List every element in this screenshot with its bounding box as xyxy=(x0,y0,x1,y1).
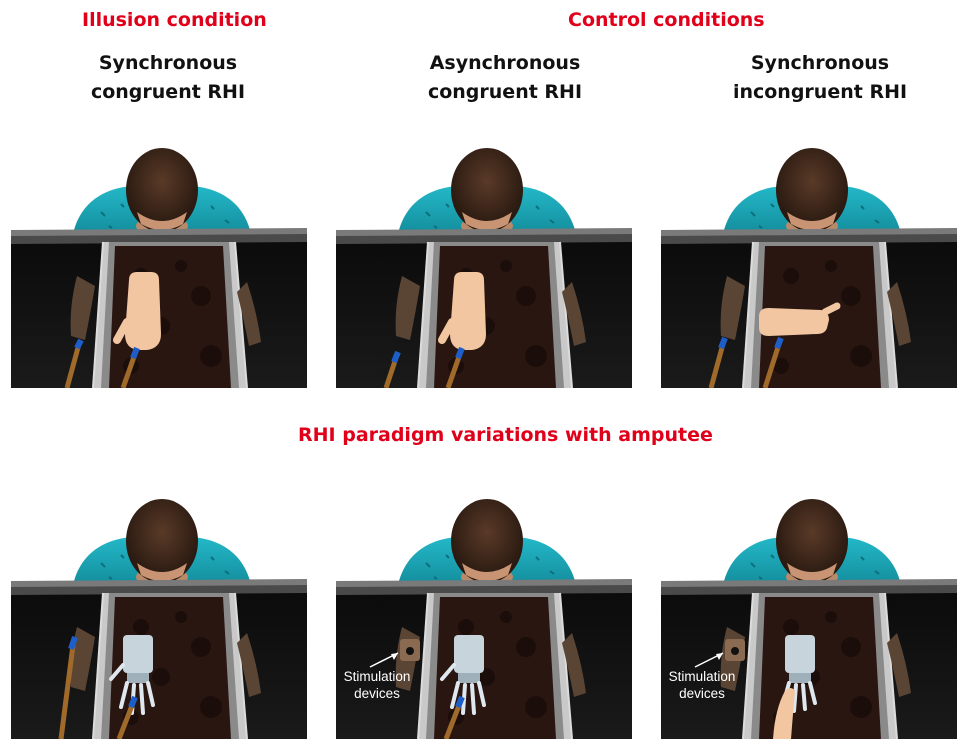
stimulation-label-line2: devices xyxy=(657,685,747,702)
stimulation-label-line1: Stimulation xyxy=(332,668,422,685)
panel-amputee-stimulation: Stimulation devices xyxy=(336,477,632,739)
condition-title-line1: Asynchronous xyxy=(375,49,635,78)
panel-sync-incongruent xyxy=(661,126,957,388)
condition-title-line2: congruent RHI xyxy=(375,78,635,107)
illusion-condition-header: Illusion condition xyxy=(82,9,267,31)
stimulation-devices-label: Stimulation devices xyxy=(332,668,422,702)
condition-title-line2: incongruent RHI xyxy=(690,78,950,107)
condition-title-async-congruent: Asynchronous congruent RHI xyxy=(375,49,635,107)
control-conditions-header: Control conditions xyxy=(568,9,765,31)
panel-sync-congruent xyxy=(11,126,307,388)
condition-title-sync-incongruent: Synchronous incongruent RHI xyxy=(690,49,950,107)
condition-title-line2: congruent RHI xyxy=(38,78,298,107)
stimulation-label-line1: Stimulation xyxy=(657,668,747,685)
stimulation-label-line2: devices xyxy=(332,685,422,702)
amputee-variations-header: RHI paradigm variations with amputee xyxy=(298,424,713,446)
panel-amputee-incongruent: Stimulation devices xyxy=(661,477,957,739)
panel-async-congruent xyxy=(336,126,632,388)
panel-amputee-brush xyxy=(11,477,307,739)
stimulation-devices-label: Stimulation devices xyxy=(657,668,747,702)
condition-title-sync-congruent: Synchronous congruent RHI xyxy=(38,49,298,107)
condition-title-line1: Synchronous xyxy=(690,49,950,78)
condition-title-line1: Synchronous xyxy=(38,49,298,78)
